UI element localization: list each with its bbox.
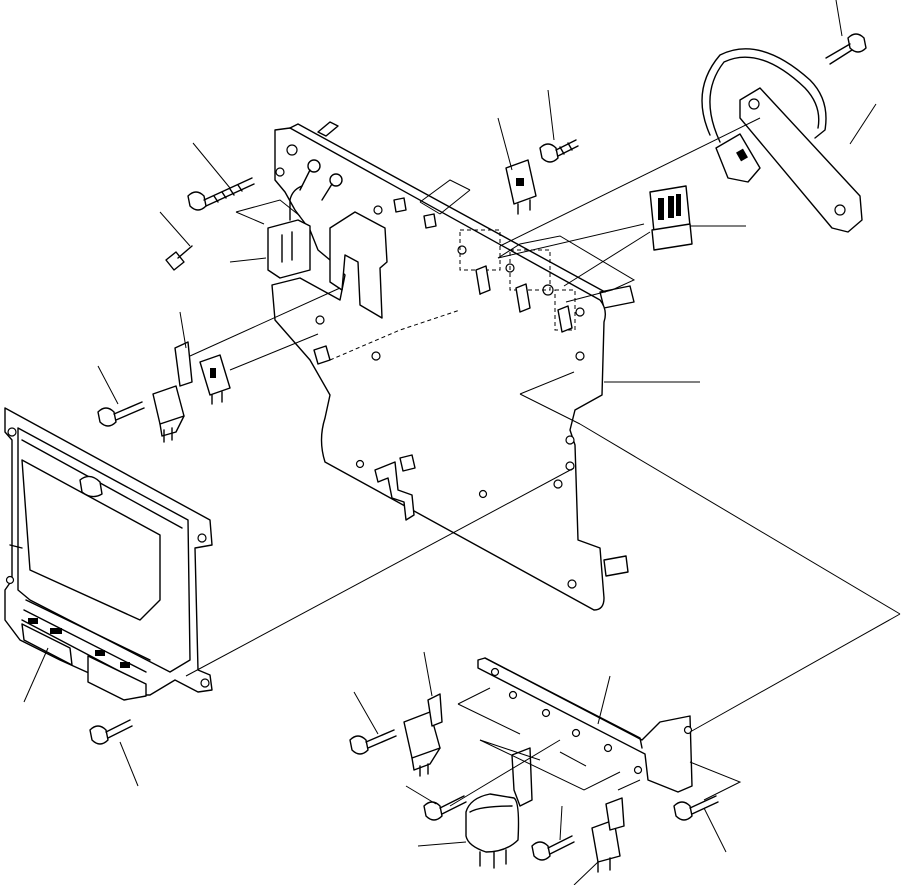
bolt: [349, 729, 397, 755]
relay: [505, 159, 537, 215]
relay-bracket: [174, 341, 193, 387]
bolt: [539, 139, 579, 163]
lower-relay-bracket: [477, 657, 693, 793]
screw: [299, 159, 343, 201]
bolt: [187, 177, 255, 211]
bolt: [97, 401, 145, 427]
connector: [267, 185, 311, 279]
bolt: [531, 835, 575, 861]
screw: [165, 245, 193, 271]
bolt: [89, 719, 133, 745]
controller-mounting-plate: [271, 121, 635, 611]
relay: [591, 819, 621, 873]
wire-harness-clamp-bracket: [701, 48, 863, 233]
relay: [465, 793, 520, 869]
bolt: [673, 795, 719, 821]
connector: [649, 185, 693, 251]
relay: [152, 385, 185, 443]
relay-bracket: [605, 797, 625, 831]
bolt: [423, 795, 467, 821]
relay: [199, 354, 231, 405]
bolt: [825, 33, 867, 65]
callout-leader-lines: [23, 0, 877, 885]
assembly-lines: [185, 117, 901, 807]
relay-bracket: [427, 693, 443, 727]
engine-controller-ecm: [4, 407, 213, 701]
